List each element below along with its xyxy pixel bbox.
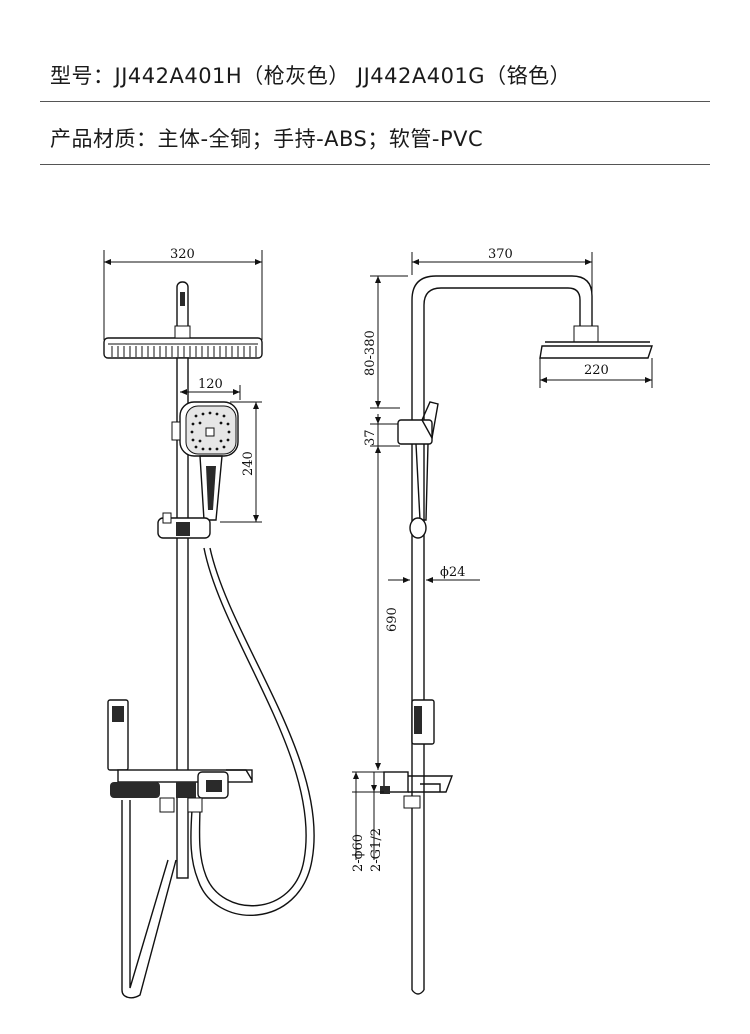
shelf (117, 769, 253, 783)
side-view: 370 220 80-380 37 (351, 247, 653, 995)
riser-pipe (176, 357, 189, 879)
front-view: 320 120 (103, 247, 315, 999)
dim-arm-height: 80-380 (363, 330, 378, 376)
hose (190, 547, 315, 916)
model-spec-text: 型号：JJ442A401H（枪灰色） JJ442A401G（铬色） (50, 64, 572, 88)
dim-holder-height: 37 (363, 429, 378, 446)
gooseneck-arm (411, 275, 593, 990)
dim-head-diameter: 220 (584, 363, 609, 378)
side-shower-head (539, 345, 653, 359)
side-holder (397, 419, 433, 445)
dim-front-width: 320 (170, 247, 195, 262)
divider (40, 101, 710, 102)
dim-side-width: 370 (488, 247, 513, 262)
dim-pipe-length: 690 (385, 607, 400, 632)
dim-handshower-width: 120 (198, 377, 223, 392)
dim-handshower-height: 240 (241, 451, 256, 476)
material-spec-text: 产品材质：主体-全铜；手持-ABS；软管-PVC (50, 127, 484, 151)
dim-inlet-spacing: 2-ϕ60 (351, 834, 366, 872)
divider (40, 164, 710, 165)
dim-pipe-diameter: ϕ24 (440, 565, 465, 580)
dim-inlet-thread: 2-G1/2 (369, 828, 384, 872)
